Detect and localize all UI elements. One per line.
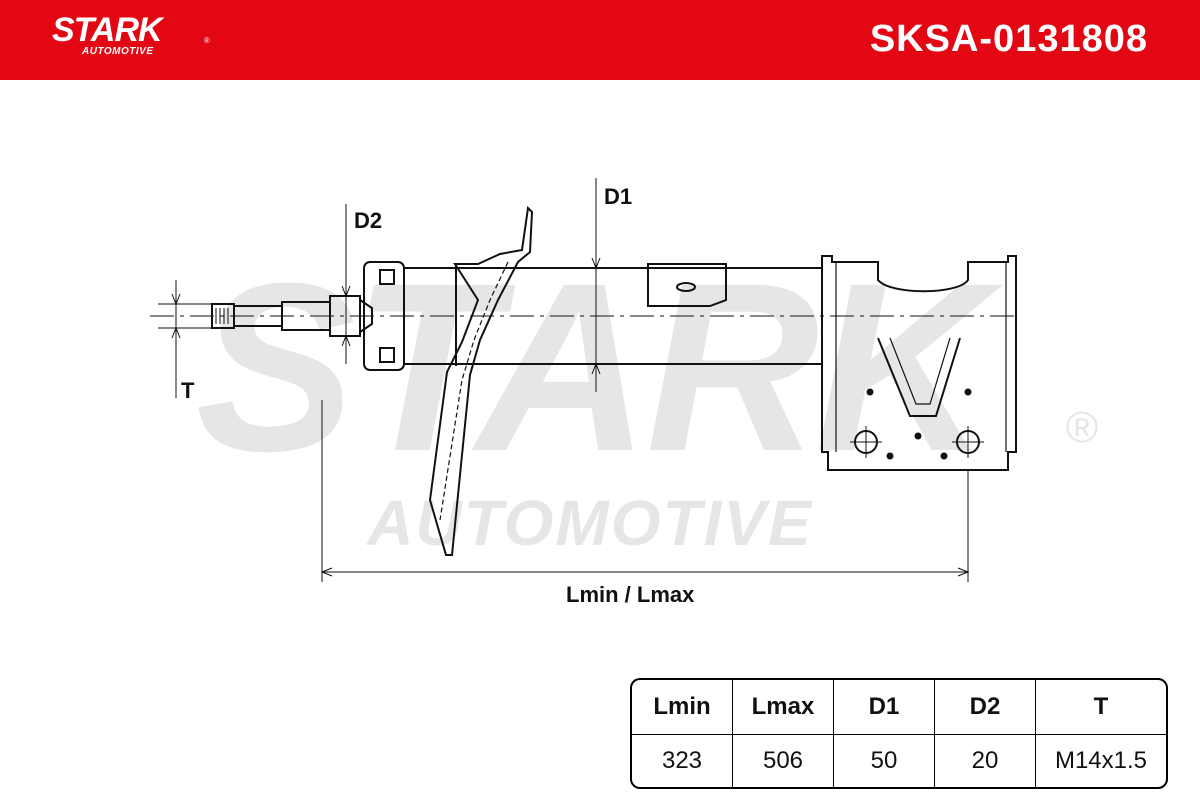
bracket-v-rib xyxy=(877,337,961,417)
rivet xyxy=(866,388,874,396)
table-value-row: 323 506 50 20 M14x1.5 xyxy=(632,735,1166,787)
header-d2: D2 xyxy=(935,680,1036,735)
cap-detail-bottom xyxy=(379,347,395,363)
knuckle-bracket xyxy=(821,255,1017,471)
header-t: T xyxy=(1036,680,1166,735)
t-arrows xyxy=(171,293,181,339)
spec-table: Lmin Lmax D1 D2 T 323 506 50 20 M14x1.5 xyxy=(630,678,1168,789)
rod-nut xyxy=(329,295,361,337)
top-cap xyxy=(363,261,405,371)
value-d2: 20 xyxy=(935,735,1036,787)
part-number: SKSA-0131808 xyxy=(869,18,1148,60)
thread-lines xyxy=(215,308,229,324)
d2-label: D2 xyxy=(354,208,383,233)
d2-arrows xyxy=(341,285,351,347)
table-header-row: Lmin Lmax D1 D2 T xyxy=(632,680,1166,735)
value-lmax: 506 xyxy=(733,735,834,787)
value-d1: 50 xyxy=(834,735,935,787)
header-lmax: Lmax xyxy=(733,680,834,735)
bracket-v-rib-inner xyxy=(889,337,951,405)
bracket-hidden-line xyxy=(439,261,509,521)
watermark-sub: AUTOMOTIVE xyxy=(365,487,813,559)
header-lmin: Lmin xyxy=(632,680,733,735)
length-label: Lmin / Lmax xyxy=(566,582,695,607)
rivet xyxy=(886,452,894,460)
rivet xyxy=(940,452,948,460)
value-t: M14x1.5 xyxy=(1054,747,1148,774)
watermark-main: STARK xyxy=(196,233,1004,501)
watermark-registered-mark: ® xyxy=(1066,403,1098,452)
value-lmin: 323 xyxy=(632,735,733,787)
length-arrows xyxy=(320,567,970,577)
rivet xyxy=(914,432,922,440)
stark-logo: STARK AUTOMOTIVE ® xyxy=(52,11,210,57)
bracket-inner-lines xyxy=(835,262,1007,452)
rivet xyxy=(964,388,972,396)
header-d1: D1 xyxy=(834,680,935,735)
cap-seal xyxy=(359,299,373,333)
hose-clip-hole xyxy=(676,282,696,292)
d1-arrows xyxy=(591,257,601,375)
logo-registered-mark: ® xyxy=(204,36,210,45)
logo-sub-text: AUTOMOTIVE xyxy=(82,46,154,57)
hole-crosshairs xyxy=(850,426,984,458)
spring-seat-bracket xyxy=(428,205,534,556)
t-label: T xyxy=(181,378,195,403)
d1-label: D1 xyxy=(604,184,633,209)
cap-detail-top xyxy=(379,269,395,285)
logo-main-text: STARK xyxy=(52,11,163,49)
header-bar: STARK AUTOMOTIVE ® SKSA-0131808 xyxy=(0,0,1200,80)
hose-clip xyxy=(647,263,727,307)
